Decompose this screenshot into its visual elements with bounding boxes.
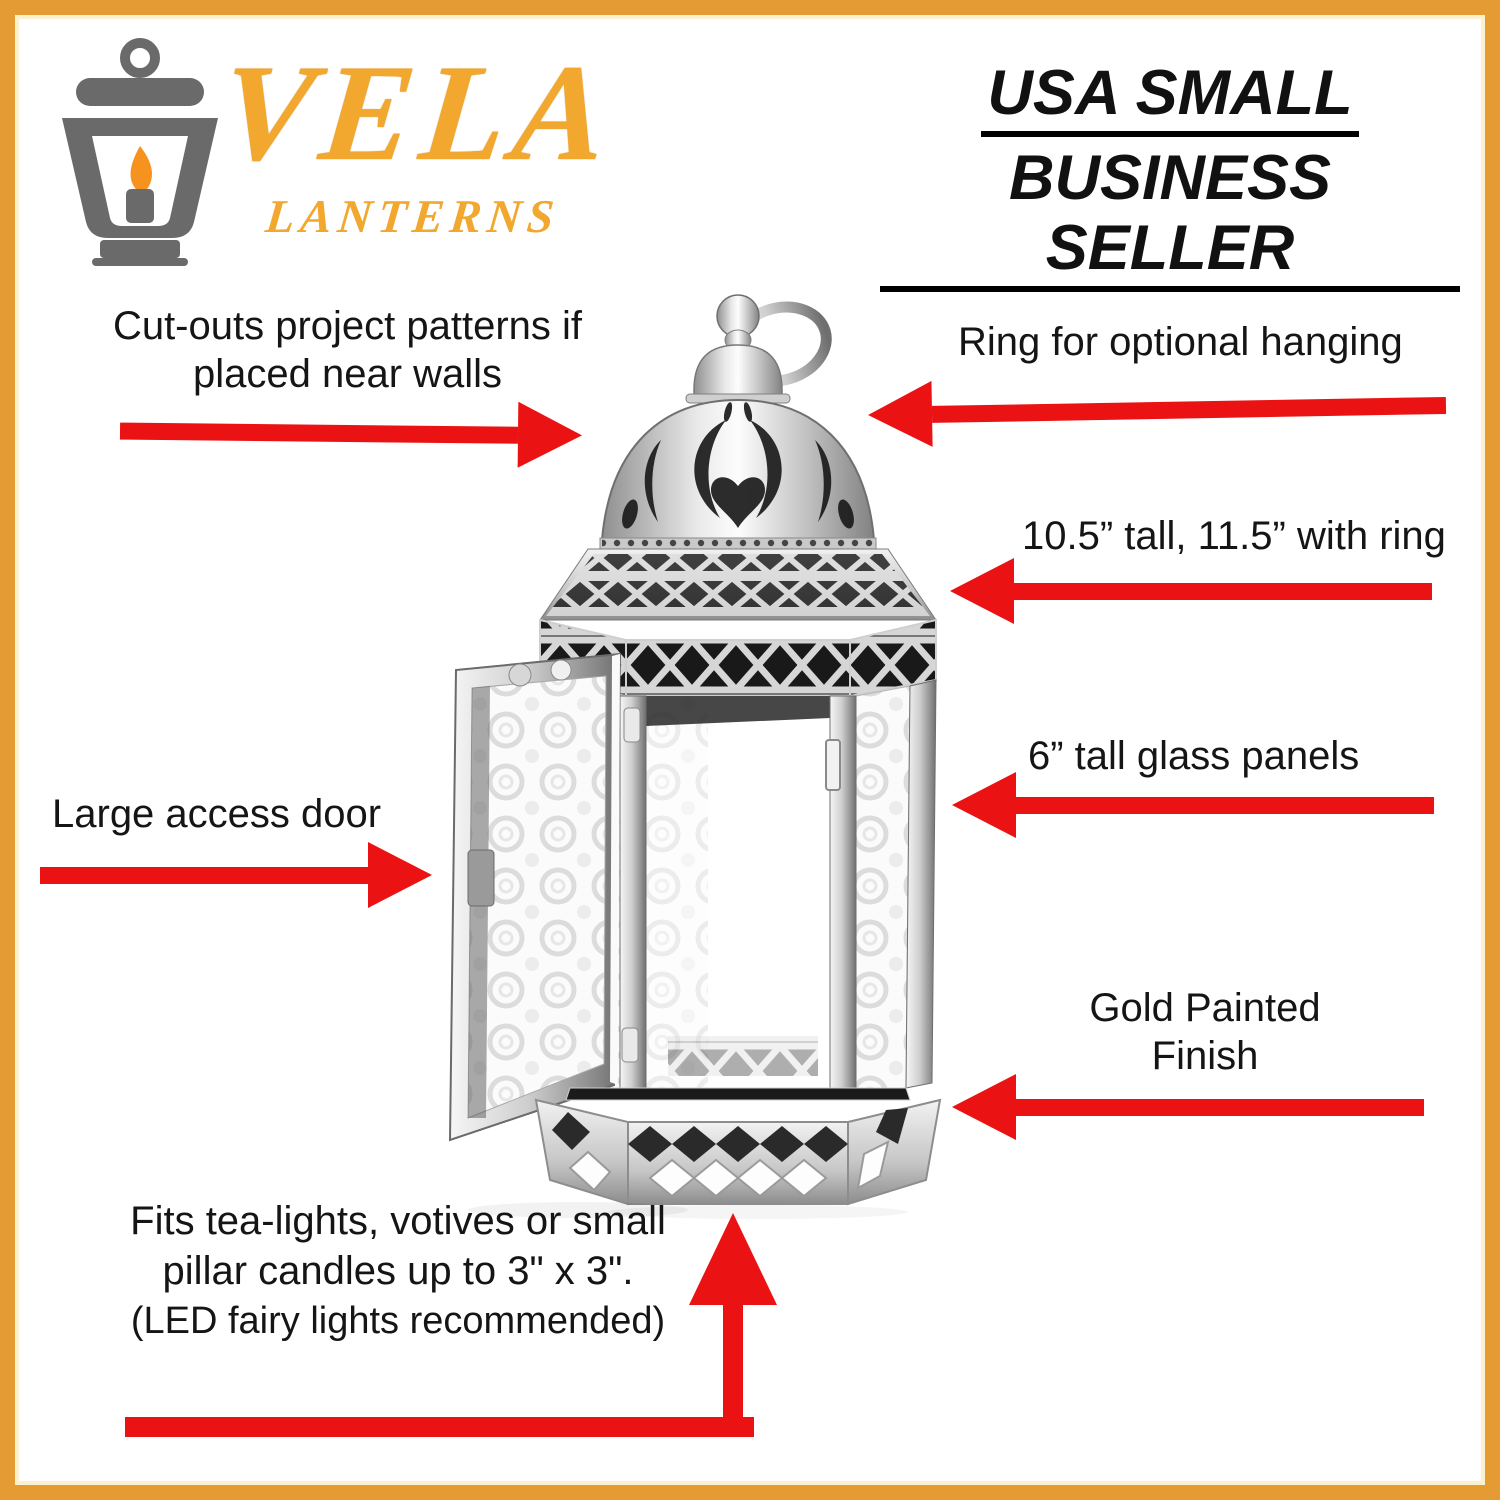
open-access-door (448, 652, 641, 1142)
brand-lantern-icon (62, 38, 218, 266)
lantern-body (539, 679, 937, 1089)
arrow-head-right-icon (517, 401, 583, 469)
callout-ring-label: Ring for optional hanging (958, 320, 1403, 364)
glass-arrow-left (952, 772, 1434, 838)
callout-candle-label: Fits tea-lights, votives or small pillar… (130, 1199, 666, 1342)
arrow-head-right-icon (368, 842, 432, 908)
callout-height-label: 10.5” tall, 11.5” with ring (1022, 514, 1446, 558)
arrow-head-left-icon (867, 380, 933, 449)
cutouts-arrow-right (119, 398, 583, 469)
badge-line2: BUSINESS SELLER (880, 143, 1460, 292)
base-lattice-cutouts (552, 1108, 908, 1198)
callout-cutouts-label: Cut-outs project patterns if placed near… (112, 304, 583, 396)
callout-glass-label: 6” tall glass panels (1028, 734, 1360, 778)
brand-tagline: LANTERNS (263, 191, 563, 243)
badge-line1: USA SMALL (981, 58, 1359, 137)
callout-finish-label: Gold Painted Finish (1089, 986, 1321, 1078)
candle-bent-arrow-up (125, 1213, 787, 1439)
ring-arrow-left (867, 372, 1447, 449)
height-arrow-left (950, 558, 1432, 624)
lantern-base (468, 1087, 942, 1219)
lantern-cornice (539, 548, 937, 621)
brand-name: VELA (214, 36, 623, 189)
arrow-head-left-icon (952, 772, 1016, 838)
door-arrow-right (40, 842, 432, 908)
usa-small-business-badge: USA SMALL BUSINESS SELLER (880, 58, 1460, 292)
lantern-product-image (448, 294, 942, 1219)
callout-door-label: Large access door (52, 792, 382, 836)
finish-arrow-left (952, 1074, 1424, 1140)
door-latch (825, 739, 841, 791)
door-handle (467, 849, 495, 907)
lantern-dome (599, 398, 877, 550)
door-hinge-bottom (621, 1027, 639, 1063)
door-hinge-top (623, 707, 641, 743)
arrow-head-left-icon (952, 1074, 1016, 1140)
arrow-head-up-icon (689, 1213, 777, 1305)
arrow-head-left-icon (950, 558, 1014, 624)
hanging-ring (685, 294, 832, 404)
